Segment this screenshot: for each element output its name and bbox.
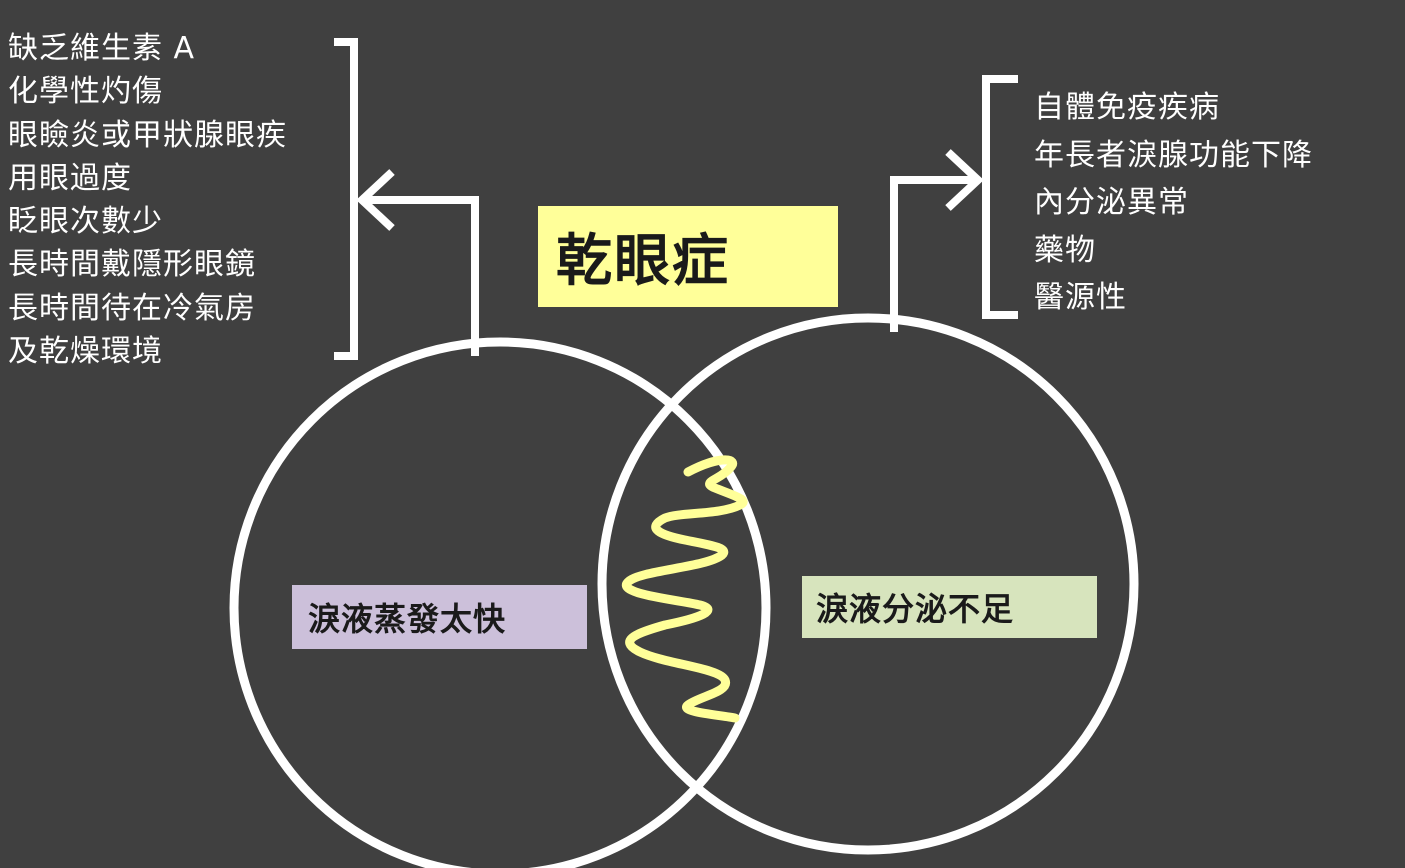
left-cause-item: 眼瞼炎或甲狀腺眼疾 xyxy=(8,117,287,153)
right-causes-list: 自體免疫疾病 年長者淚腺功能下降 內分泌異常 藥物 醫源性 xyxy=(1034,84,1313,322)
left-arrow-line xyxy=(362,196,479,356)
left-cause-item: 化學性灼傷 xyxy=(8,74,163,110)
right-cause-item: 年長者淚腺功能下降 xyxy=(1034,137,1313,173)
left-cause-item: 長時間戴隱形眼鏡 xyxy=(8,247,256,283)
left-circle xyxy=(229,337,771,868)
right-bracket xyxy=(982,75,1018,319)
left-cause-item: 眨眼次數少 xyxy=(8,204,163,240)
diagram-title: 乾眼症 xyxy=(538,206,838,307)
right-arrow-line xyxy=(890,176,978,332)
left-cause-item: 缺乏維生素 A xyxy=(8,31,196,66)
left-cause-item: 用眼過度 xyxy=(8,160,132,196)
right-cause-item: 內分泌異常 xyxy=(1034,185,1189,220)
left-bracket xyxy=(334,38,358,360)
right-circle xyxy=(597,313,1139,855)
intersection-zigzag xyxy=(621,455,748,723)
left-cause-item: 及乾燥環境 xyxy=(8,334,163,370)
left-arrowhead xyxy=(356,169,395,231)
right-arrowhead xyxy=(945,149,984,211)
right-circle-label: 淚液分泌不足 xyxy=(802,576,1097,638)
right-cause-item: 藥物 xyxy=(1034,232,1096,268)
left-cause-item: 長時間待在冷氣房 xyxy=(8,290,256,326)
left-circle-label: 淚液蒸發太快 xyxy=(292,585,587,649)
left-causes-list: 缺乏維生素 A 化學性灼傷 眼瞼炎或甲狀腺眼疾 用眼過度 眨眼次數少 長時間戴隱… xyxy=(8,27,287,373)
right-cause-item: 醫源性 xyxy=(1034,280,1127,315)
right-cause-item: 自體免疫疾病 xyxy=(1034,90,1220,125)
